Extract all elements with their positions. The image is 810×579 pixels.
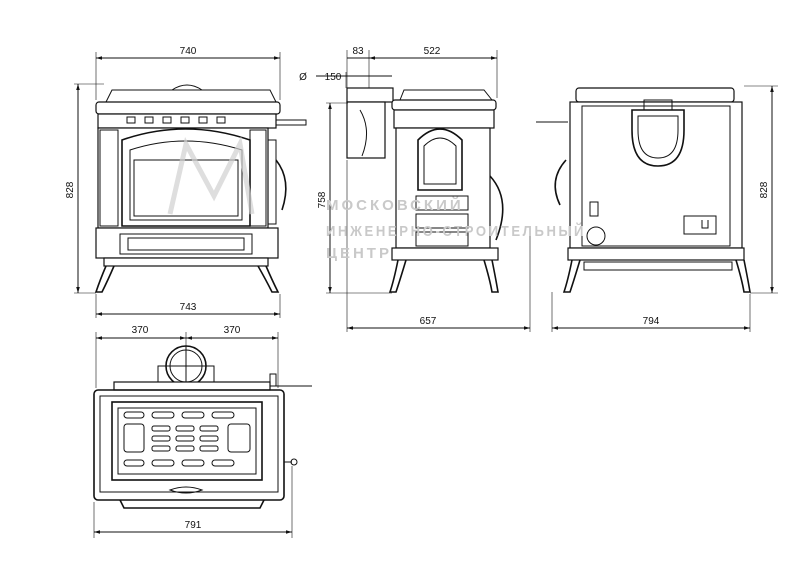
top-view — [93, 345, 312, 509]
front-view — [94, 84, 307, 293]
flue-height-label: 758 — [317, 191, 328, 208]
flue-diameter-symbol: Ø — [299, 72, 307, 83]
front-width-top-label: 740 — [180, 46, 197, 57]
watermark-line3: ЦЕНТР — [326, 245, 392, 262]
watermark: МОСКОВСКИЙ ИНЖЕНЕРНО-СТРОИТЕЛЬНЫЙ ЦЕНТР — [167, 136, 586, 262]
side-depth-top-label: 522 — [424, 46, 441, 57]
top-dimensions: 370 370 791 — [93, 325, 293, 538]
side-view — [346, 87, 504, 293]
front-dimensions: 740 743 828 — [65, 46, 281, 318]
top-width-label: 791 — [185, 520, 202, 531]
top-half-right-label: 370 — [224, 325, 241, 336]
rear-dimensions: 828 794 — [551, 85, 778, 332]
top-half-left-label: 370 — [132, 325, 149, 336]
flue-diameter-label: 150 — [325, 72, 342, 83]
watermark-line1: МОСКОВСКИЙ — [326, 196, 464, 214]
rear-height-label: 828 — [759, 181, 770, 198]
rear-width-label: 794 — [643, 316, 660, 327]
watermark-line2: ИНЖЕНЕРНО-СТРОИТЕЛЬНЫЙ — [326, 222, 586, 240]
front-width-bottom-label: 743 — [180, 302, 197, 313]
flue-offset-label: 83 — [352, 46, 364, 57]
rear-view — [536, 87, 751, 293]
side-dimensions: 83 522 Ø 150 758 657 — [299, 46, 531, 332]
side-depth-total-label: 657 — [420, 316, 437, 327]
front-height-label: 828 — [65, 181, 76, 198]
